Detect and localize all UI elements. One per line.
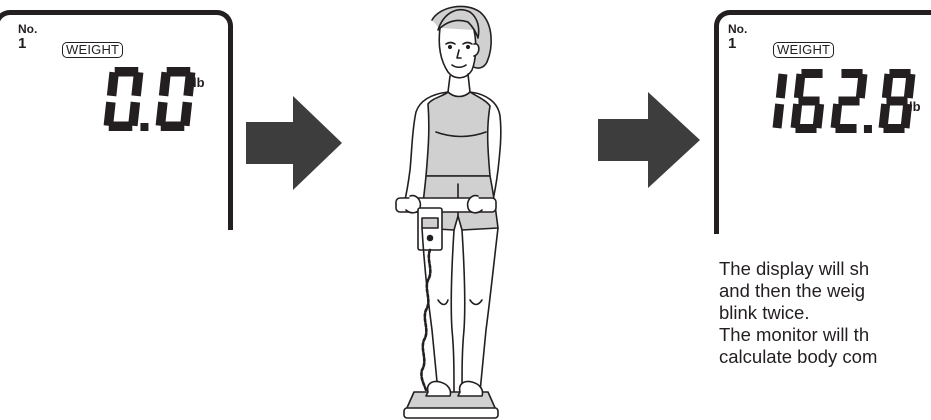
digit-segment [883, 104, 886, 128]
digit-segment [908, 74, 911, 98]
lcd-display-result: No. 1 WEIGHT lb [714, 10, 931, 234]
weight-unit: lb [909, 99, 921, 114]
digit-segment [795, 104, 798, 128]
digit-segment [780, 74, 783, 98]
weight-mode-tag: WEIGHT [773, 42, 834, 58]
digit-segment [817, 104, 820, 128]
weight-unit: lb [193, 75, 205, 90]
woman-on-scale-illustration [350, 0, 518, 420]
right-arrow-icon [246, 96, 342, 190]
digit-segment [860, 74, 863, 98]
caption-line: and then the weig [719, 280, 931, 302]
weight-mode-tag: WEIGHT [62, 42, 123, 58]
caption-line: The display will sh [719, 258, 931, 280]
caption-line: calculate body com [719, 346, 931, 368]
user-number: 1 [18, 36, 26, 51]
digit-segment [112, 72, 115, 96]
decimal-point [140, 123, 148, 131]
digit-segment [886, 74, 889, 98]
digit-segment [108, 102, 111, 126]
weight-reading [741, 65, 916, 145]
lcd-display-initial: No. 1 WEIGHT lb [0, 10, 233, 230]
digit-segment [160, 102, 163, 126]
digit-segment [777, 104, 780, 128]
digit-segment [188, 72, 191, 96]
digit-segment [136, 72, 139, 96]
decimal-point [864, 125, 872, 133]
digit-segment [185, 102, 188, 126]
user-number: 1 [728, 36, 736, 51]
instruction-caption: The display will sh and then the weig bl… [719, 258, 931, 368]
caption-line: blink twice. [719, 302, 931, 324]
caption-line: The monitor will th [719, 324, 931, 346]
digit-segment [133, 102, 136, 126]
digit-segment [798, 74, 801, 98]
digit-segment [905, 104, 908, 128]
right-arrow-icon [598, 92, 700, 188]
digit-segment [164, 72, 167, 96]
digit-segment [835, 104, 838, 128]
